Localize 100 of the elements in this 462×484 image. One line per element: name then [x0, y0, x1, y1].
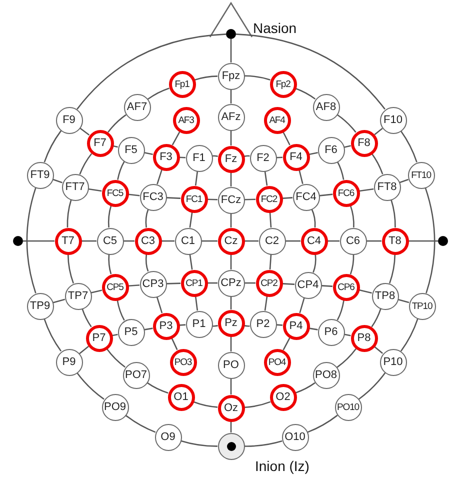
electrode-circle: P7 [86, 324, 112, 352]
connector-line [264, 296, 268, 311]
connector-line [359, 289, 372, 294]
connector-line [244, 75, 270, 81]
connector-line [366, 240, 382, 242]
connector-line [374, 346, 384, 354]
connector-line [52, 178, 62, 184]
electrode-circle: P8 [350, 324, 378, 352]
electrode-circle: C5 [96, 228, 124, 254]
connector-line [156, 170, 162, 184]
connector-line [336, 348, 357, 368]
connector-line [359, 188, 374, 192]
connector-line [282, 197, 293, 199]
electrode-circle: TP9 [26, 292, 54, 320]
connector-line [230, 39, 232, 62]
electrode-circle: FT10 [408, 162, 434, 188]
electrode-circle: O2 [270, 384, 296, 410]
electrode-circle: Cz [218, 228, 244, 254]
electrode-circle: FC6 [332, 180, 360, 206]
electrode-circle: C4 [300, 228, 328, 254]
electrode-circle: PO3 [170, 348, 196, 376]
connector-line [108, 114, 126, 133]
landmark-dot [218, 432, 244, 460]
connector-line [399, 178, 409, 184]
connector-line [128, 194, 140, 196]
connector-line [309, 328, 318, 330]
connector-line [117, 161, 125, 180]
electrode-circle: F1 [186, 144, 212, 172]
connector-line [244, 198, 256, 200]
connector-line [400, 318, 418, 352]
connector-line [88, 188, 102, 192]
electrode-circle: PO8 [312, 362, 340, 388]
electrode-circle: CP4 [294, 272, 322, 298]
electrode-circle: P9 [56, 348, 82, 376]
connector-line [390, 200, 396, 228]
connector-line [244, 282, 256, 284]
connector-line [230, 130, 232, 146]
connector-line [319, 194, 333, 196]
connector-line [128, 284, 140, 287]
connector-line [194, 171, 198, 186]
connector-line [116, 300, 125, 321]
connector-line [193, 401, 218, 408]
connector-line [66, 200, 72, 228]
electrode-circle: O10 [282, 424, 308, 450]
electrode-circle: FT7 [62, 174, 88, 200]
landmark-label: Inion (Iz) [255, 458, 310, 474]
connector-line [44, 318, 62, 352]
connector-line [145, 254, 149, 272]
electrode-circle: C1 [174, 228, 202, 254]
electrode-circle: FC2 [256, 186, 282, 212]
electrode-circle: F3 [152, 144, 180, 170]
connector-line [298, 170, 304, 184]
connector-line [79, 153, 92, 175]
connector-line [282, 132, 290, 146]
connector-line [269, 254, 272, 270]
connector-line [106, 348, 126, 368]
electrode-circle: Fz [218, 146, 244, 172]
connector-line [398, 298, 410, 304]
connector-line [230, 378, 232, 394]
landmark-label: Nasion [253, 20, 297, 36]
connector-line [125, 414, 156, 433]
connector-line [202, 240, 218, 242]
electrode-circle: FC4 [292, 184, 320, 210]
electrode-circle: Fp2 [270, 70, 296, 98]
electrode-circle: F10 [380, 106, 406, 134]
connector-line [145, 209, 149, 228]
connector-line [309, 152, 318, 156]
connector-line [208, 282, 218, 284]
electrode-circle: C6 [340, 228, 366, 254]
electrode-circle: CP2 [256, 270, 282, 296]
connector-line [82, 240, 96, 242]
electrode-circle: Fp1 [168, 70, 196, 98]
connector-line [307, 414, 338, 433]
connector-line [76, 34, 226, 110]
connector-line [144, 328, 153, 330]
electrode-circle: Oz [218, 394, 244, 422]
connector-line [264, 171, 268, 186]
electrode-circle: T8 [382, 228, 408, 254]
landmark-dot [438, 236, 448, 246]
electrode-circle: F6 [318, 136, 344, 164]
electrode-circle: FT8 [374, 174, 400, 200]
electrode-circle: CPz [218, 270, 244, 296]
connector-line [336, 114, 356, 133]
electrode-circle: P6 [318, 318, 344, 346]
connector-line [23, 240, 54, 242]
connector-line [194, 76, 218, 81]
connector-line [244, 440, 282, 447]
connector-line [26, 188, 36, 294]
connector-line [108, 206, 112, 228]
electrode-circle: PO7 [122, 362, 150, 388]
landmark-dot [13, 236, 23, 246]
electrode-circle: F8 [350, 130, 378, 156]
connector-line [295, 88, 316, 100]
electrode-circle: C2 [258, 228, 286, 254]
electrode-circle: Fpz [218, 62, 244, 90]
electrode-circle: FC1 [180, 186, 208, 212]
connector-line [388, 254, 396, 284]
connector-line [328, 240, 340, 242]
electrode-circle: P10 [380, 348, 406, 376]
connector-line [230, 214, 232, 228]
